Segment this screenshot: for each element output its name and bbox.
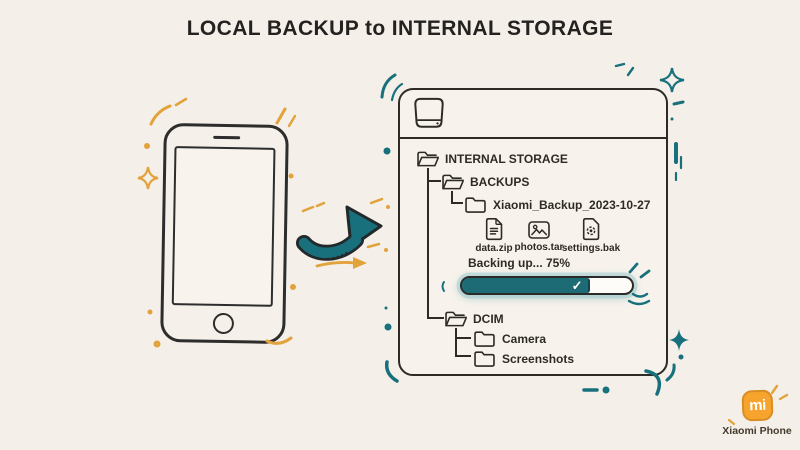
progress-fill: ✓ [462, 278, 590, 293]
tree-label: INTERNAL STORAGE [445, 152, 568, 166]
tree-label: BACKUPS [470, 175, 530, 189]
dot [288, 173, 294, 179]
arrow-head [353, 257, 367, 269]
file-name: data.zip [475, 243, 513, 254]
folder-open-icon [444, 310, 467, 328]
tree-item-backups[interactable]: BACKUPS [441, 173, 529, 191]
tree-connector [455, 328, 471, 357]
tree-connector [451, 191, 463, 204]
sparkle-arc [149, 104, 172, 126]
small-transfer-arrow-icon [315, 257, 367, 269]
folder-open-icon [441, 173, 464, 191]
dot [678, 354, 684, 360]
phone-speaker [212, 135, 240, 140]
file-item-photos-tar[interactable]: photos.tar [512, 217, 566, 253]
sparkle-arc [665, 363, 676, 382]
dot [670, 117, 674, 121]
backup-progress-label: Backing up... 75% [468, 256, 571, 270]
tree-item-backup-folder[interactable]: Xiaomi_Backup_2023-10-27 [464, 196, 650, 214]
check-icon: ✓ [571, 277, 583, 293]
dot [602, 386, 610, 394]
arrow-shaft [298, 234, 362, 259]
file-item-data-zip[interactable]: data.zip [466, 217, 522, 254]
sparkle-dash [174, 97, 188, 107]
dot [147, 309, 153, 315]
hard-drive-icon [412, 96, 446, 131]
window-header-divider [400, 137, 666, 139]
brand-block: mi Xiaomi Phone [722, 389, 792, 437]
sparkle-dash [672, 100, 685, 106]
folder-closed-icon [473, 350, 496, 368]
sparkle-arc [384, 360, 399, 383]
sparkle-dash [275, 107, 287, 125]
sparkle-star-icon [659, 67, 685, 93]
arrow-head [345, 205, 383, 249]
xiaomi-logo: mi [740, 389, 774, 422]
backup-progress-bar: ✓ [460, 276, 634, 295]
arrow-outline [296, 232, 364, 261]
backup-arrow-icon [296, 205, 383, 261]
tree-label: DCIM [473, 312, 504, 326]
brand-caption: Xiaomi Phone [722, 425, 792, 437]
tree-connector [457, 337, 471, 339]
sparkle-dash [301, 205, 315, 213]
phone-illustration [160, 122, 289, 345]
dot [384, 248, 388, 252]
tree-item-screenshots[interactable]: Screenshots [473, 350, 574, 368]
dot [290, 284, 296, 290]
dot [383, 147, 391, 155]
sparkle-dash [287, 114, 297, 128]
tree-label: Xiaomi_Backup_2023-10-27 [493, 198, 651, 212]
settings-file-icon [581, 217, 601, 241]
sparkle-star-icon [137, 166, 159, 190]
folder-closed-icon [473, 330, 496, 348]
sparkle-arc [380, 73, 397, 99]
dot [384, 306, 388, 310]
phone-home-button [212, 312, 234, 335]
dot [153, 340, 161, 348]
dot [386, 205, 390, 209]
arrow-hatching [301, 250, 350, 260]
sparkle-dash [315, 201, 326, 208]
file-name: settings.bak [561, 243, 621, 254]
xiaomi-logo-text: mi [748, 396, 766, 415]
folder-open-icon [416, 150, 439, 168]
phone-screen [171, 146, 276, 307]
sparkle-dash [369, 197, 384, 205]
tree-item-internal-storage[interactable]: INTERNAL STORAGE [416, 150, 568, 168]
tree-item-dcim[interactable]: DCIM [444, 310, 504, 328]
tree-connector [429, 180, 441, 182]
sparkle-dash [626, 66, 635, 77]
image-file-icon [527, 220, 551, 240]
sparkle-dash [614, 62, 626, 68]
tree-item-camera[interactable]: Camera [473, 330, 546, 348]
page-title: LOCAL BACKUP to INTERNAL STORAGE [186, 17, 614, 40]
arrow-shaft [315, 261, 357, 268]
tree-connector [427, 168, 444, 319]
dot [384, 323, 392, 331]
dot [144, 143, 150, 149]
folder-closed-icon [464, 196, 487, 214]
file-browser-window: INTERNAL STORAGE BACKUPS Xiaomi_Backup_2… [398, 88, 668, 376]
tree-label: Camera [502, 332, 547, 346]
file-name: photos.tar [514, 242, 564, 253]
file-item-settings-bak[interactable]: settings.bak [558, 217, 624, 254]
tree-label: Screenshots [502, 352, 575, 366]
document-file-icon [484, 217, 504, 241]
sparkle-dash [366, 242, 381, 249]
sparkle-star-icon [669, 329, 689, 351]
